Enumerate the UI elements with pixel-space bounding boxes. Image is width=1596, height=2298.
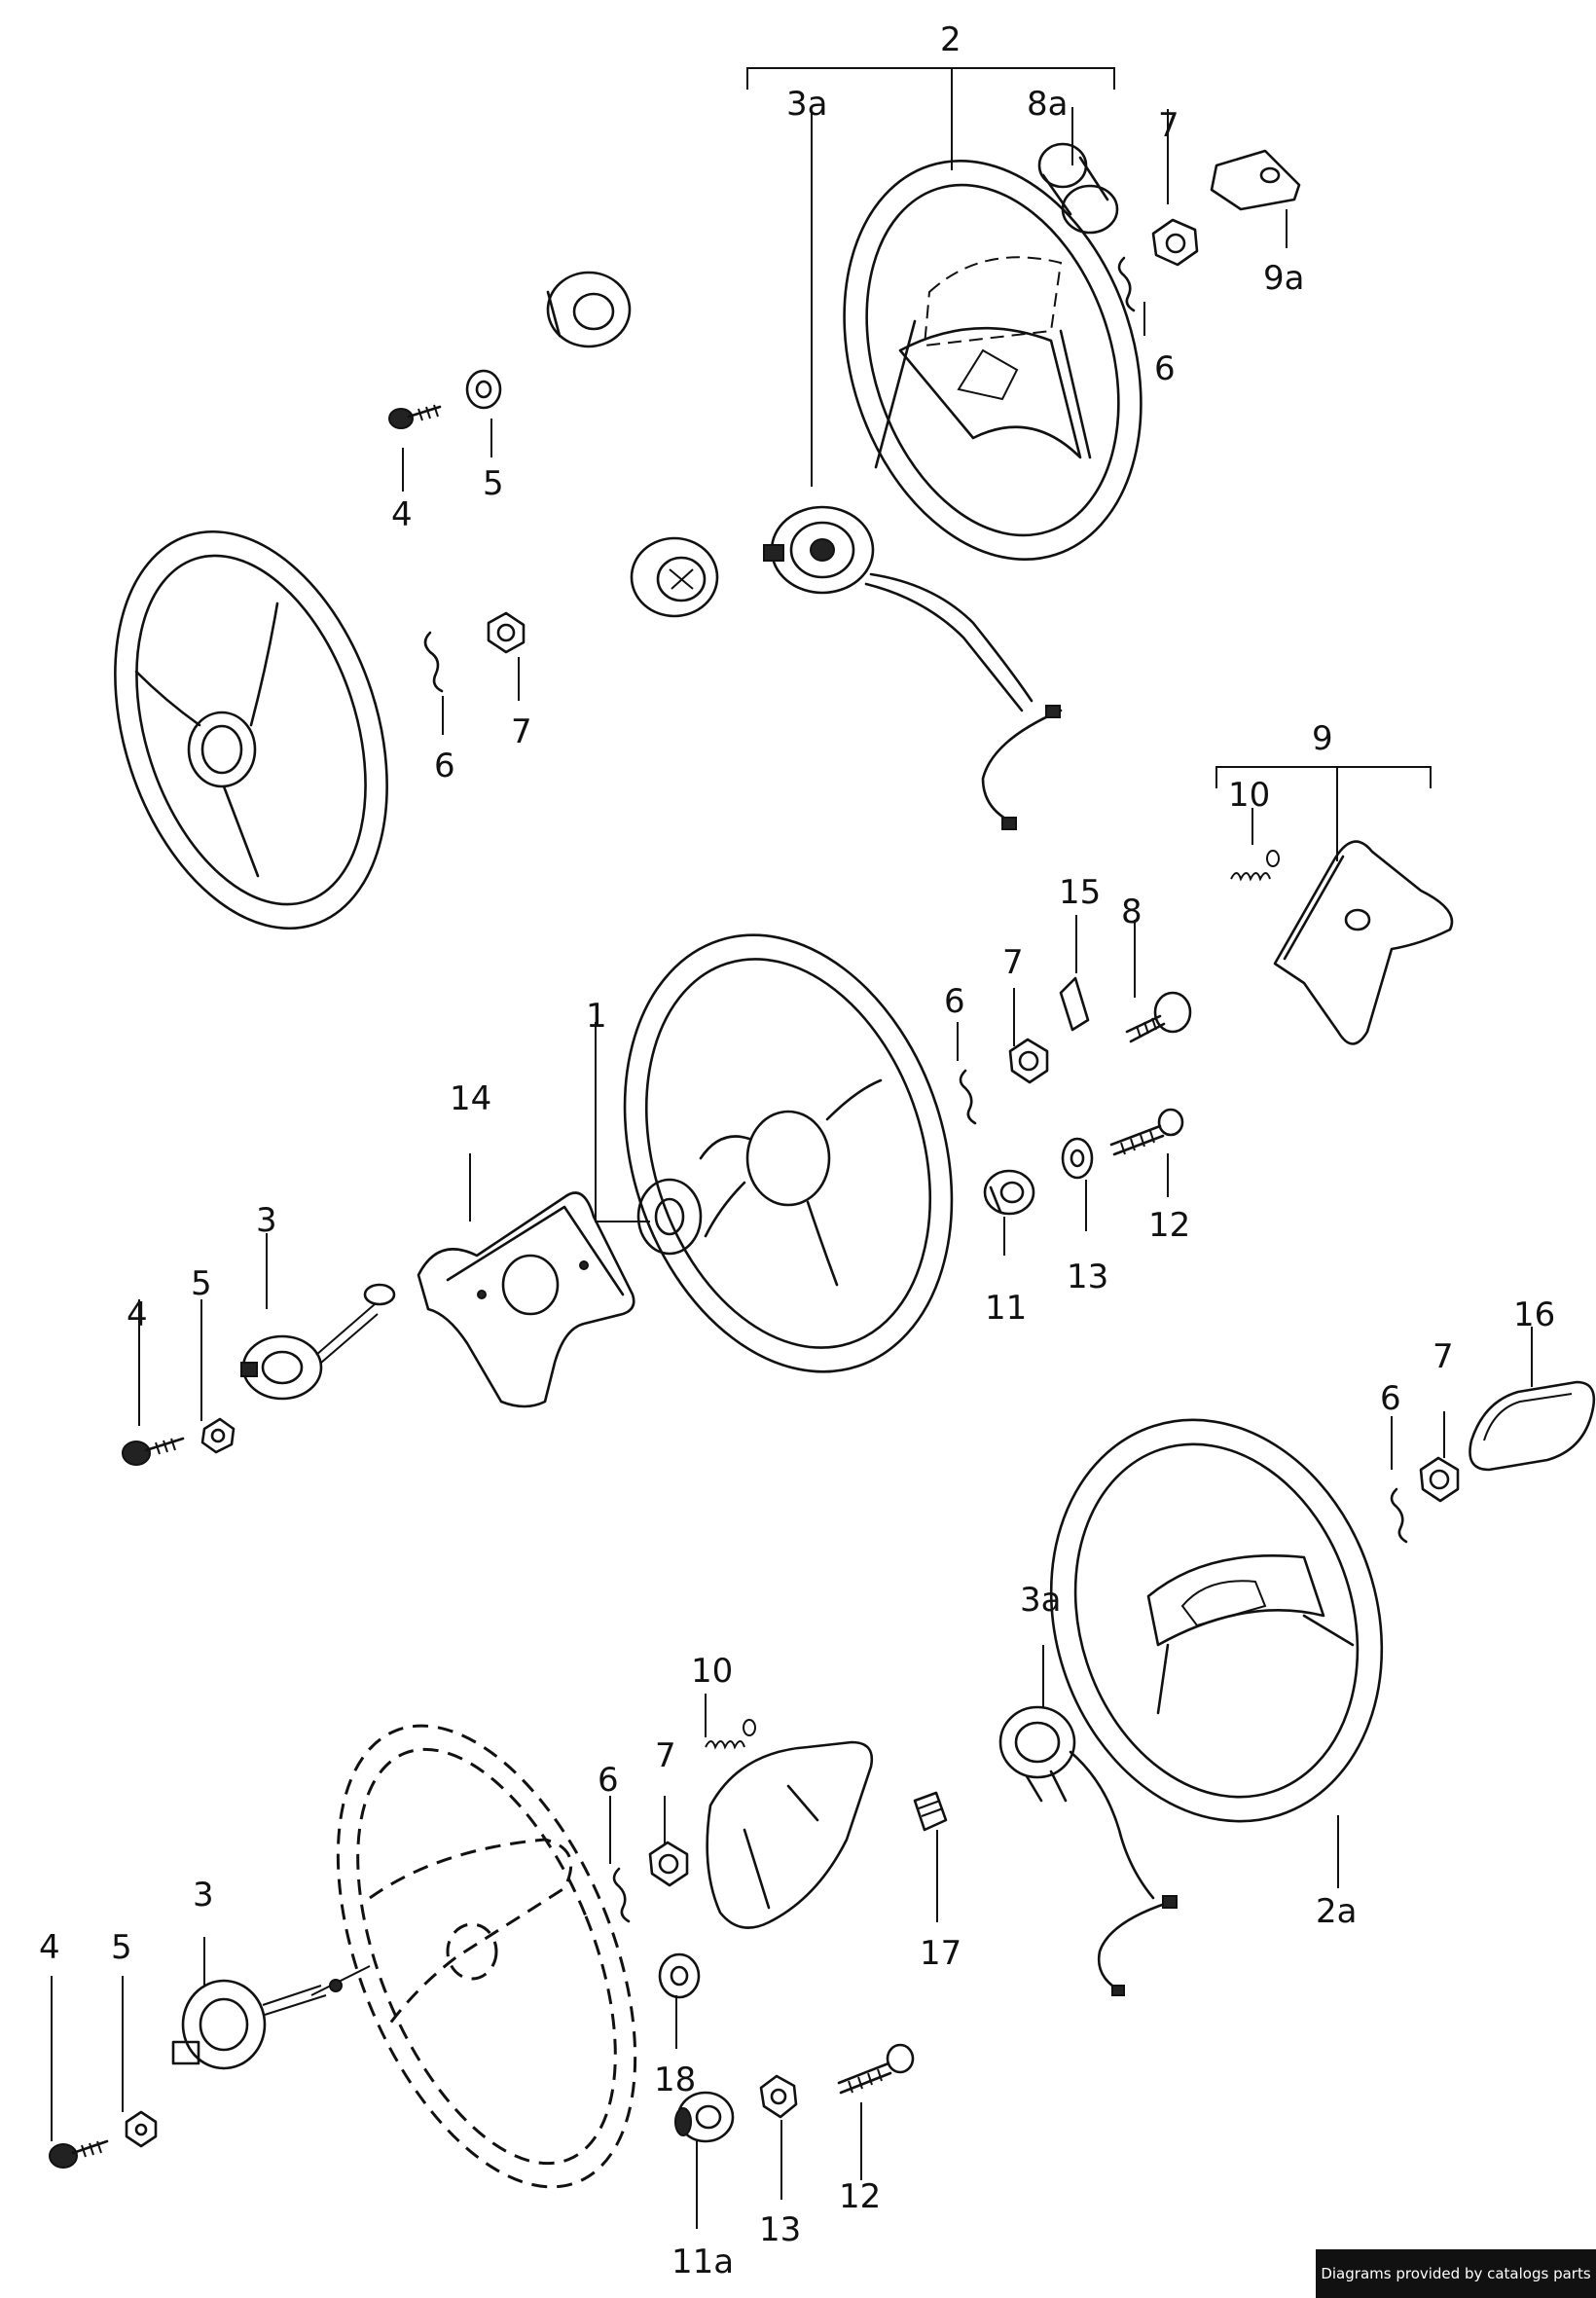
horn-pad-bottom: [706, 1740, 874, 1929]
nut-7-right: [1419, 1456, 1460, 1503]
callout-7-hub: 7: [1002, 943, 1024, 982]
callout-13-bottom: 13: [759, 2210, 801, 2249]
callout-8a: 8a: [1027, 85, 1068, 124]
contact-ring-3-mid: [240, 1283, 396, 1401]
callout-3a-bottom: 3a: [1020, 1581, 1061, 1620]
bolt-12-mid: [1109, 1108, 1184, 1156]
callout-4-mid: 4: [127, 1295, 148, 1334]
steering-wheel-1: [623, 933, 954, 1373]
callout-11: 11: [985, 1289, 1027, 1328]
square-nut-15: [1059, 976, 1090, 1032]
callout-2a: 2a: [1316, 1892, 1357, 1931]
callout-2: 2: [940, 20, 961, 59]
callout-1: 1: [586, 997, 607, 1036]
callout-14: 14: [450, 1079, 491, 1118]
callout-17: 17: [920, 1934, 961, 1973]
callout-11a: 11a: [671, 2243, 734, 2281]
callout-6-top: 6: [1154, 349, 1176, 388]
washer-5-top: [465, 369, 502, 410]
callout-4-top: 4: [391, 495, 413, 534]
callout-7-right: 7: [1433, 1337, 1454, 1376]
washer-5-mid: [200, 1417, 236, 1454]
cap-8a: [1037, 142, 1119, 235]
bolt-4-bottom: [49, 2139, 109, 2169]
steering-wheel-2a: [1049, 1418, 1384, 1823]
hub-mid: [636, 1178, 703, 1256]
washer-18: [658, 1952, 701, 1999]
spring-10-bottom: [705, 1719, 756, 1750]
bolt-8: [1125, 991, 1192, 1043]
nut-11a: [674, 2091, 735, 2143]
spring-10-top: [1230, 850, 1280, 882]
callout-3-bottom: 3: [193, 1876, 214, 1915]
callout-6-hub: 6: [944, 982, 965, 1021]
callout-7-top: 7: [1158, 106, 1179, 145]
nut-7-top: [1151, 218, 1199, 267]
callout-6-mid: 6: [434, 747, 455, 785]
plate-9a: [1210, 149, 1301, 211]
callout-3a-top: 3a: [786, 85, 827, 124]
contact-ring-3-bottom: [171, 1979, 343, 2070]
clip-6-right: [1390, 1487, 1408, 1544]
bolt-4-mid: [122, 1437, 185, 1466]
nut-7-bottom: [648, 1841, 689, 1887]
callout-12-bottom: 12: [839, 2177, 881, 2216]
contact-ring-3a-bottom: [998, 1705, 1178, 1996]
callout-6-bottom: 6: [598, 1761, 619, 1800]
callout-15: 15: [1059, 873, 1101, 912]
clip-6-top: [1117, 256, 1136, 312]
callout-8: 8: [1121, 893, 1143, 931]
callout-9: 9: [1312, 719, 1333, 758]
nut-7-hub: [1008, 1038, 1049, 1084]
clip-6-bottom: [612, 1867, 631, 1923]
callout-7-bottom: 7: [655, 1736, 676, 1775]
callout-12-mid: 12: [1148, 1206, 1190, 1245]
hub-top: [630, 536, 719, 618]
hub-adapter-14: [417, 1191, 635, 1408]
clip-6-mid: [423, 631, 444, 693]
callout-3-mid: 3: [256, 1201, 277, 1240]
bolt-12-bottom: [837, 2043, 915, 2095]
nut-11-mid: [983, 1169, 1035, 1216]
steering-wheel-2: [843, 160, 1143, 561]
nut-7-mid: [487, 611, 526, 654]
contact-ring-3a-top: [763, 505, 1063, 830]
bushing-17: [913, 1791, 948, 1832]
bolt-4-top: [388, 404, 442, 429]
washer-5-bottom: [125, 2110, 158, 2148]
trim-cover-16: [1469, 1380, 1596, 1472]
hub-bushing-top: [546, 271, 632, 348]
washer-13-bottom: [759, 2074, 798, 2119]
callout-5-bottom: 5: [111, 1928, 132, 1967]
callout-13-mid: 13: [1067, 1258, 1108, 1296]
steering-wheel-dashed-outline: [310, 1724, 637, 2189]
leader-lines: [51, 67, 1533, 2229]
horn-pad-9: [1273, 840, 1454, 1045]
washer-13-mid: [1061, 1137, 1094, 1180]
callout-10-top: 10: [1228, 776, 1270, 815]
callout-4-bottom: 4: [39, 1928, 60, 1967]
callout-10-bottom: 10: [691, 1652, 733, 1691]
callout-16: 16: [1513, 1295, 1555, 1334]
callout-18: 18: [654, 2061, 696, 2099]
callout-7-mid: 7: [511, 712, 532, 751]
steering-wheel-left: [114, 529, 388, 930]
clip-6-hub: [959, 1069, 977, 1125]
callout-5-mid: 5: [191, 1264, 212, 1303]
callout-labels: 2 3a 8a 7 9a 6 4 5 6 7 9 10 15 8 6 7 1 1…: [39, 20, 1555, 2281]
attribution-footer: Diagrams provided by catalogs parts: [1316, 2249, 1596, 2298]
callout-5-top: 5: [483, 464, 504, 503]
callout-6-right: 6: [1380, 1379, 1401, 1418]
callout-9a: 9a: [1263, 259, 1304, 298]
